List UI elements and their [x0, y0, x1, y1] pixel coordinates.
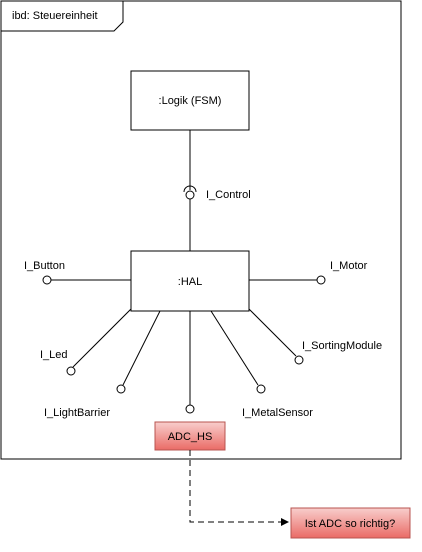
question-dashed-arrow: [189, 450, 289, 526]
logik-block-label: :Logik (FSM): [159, 95, 222, 107]
light-barrier-line: [122, 310, 161, 386]
metal-sensor-line: [210, 310, 259, 386]
hal-interfaces: I_Button I_Motor I_Led I_LightBarrier I_…: [24, 260, 382, 419]
interface-label-button: I_Button: [24, 260, 65, 272]
interface-label-control: I_Control: [206, 189, 251, 201]
sorting-module-lollipop-icon: [294, 355, 304, 365]
light-barrier-lollipop-icon: [116, 384, 126, 394]
control-lollipop-icon: [185, 190, 195, 200]
control-socket-icon: [183, 185, 197, 193]
button-lollipop-icon: [42, 275, 52, 285]
question-note[interactable]: Ist ADC so richtig?: [290, 507, 411, 539]
frame-label: ibd: Steuereinheit: [12, 10, 98, 22]
hal-block-box[interactable]: [130, 250, 250, 312]
frame-tab: [1, 1, 124, 32]
led-line: [72, 308, 132, 368]
adc-note-label: ADC_HS: [168, 431, 213, 443]
adc-note[interactable]: ADC_HS: [154, 421, 226, 451]
interface-label-metal-sensor: I_MetalSensor: [242, 407, 313, 419]
interface-label-sorting-module: I_SortingModule: [302, 340, 382, 352]
interface-label-motor: I_Motor: [330, 260, 368, 272]
control-connector: I_Control: [183, 130, 251, 251]
hal-block-label: :HAL: [178, 276, 202, 288]
led-lollipop-icon: [66, 366, 76, 376]
hal-block[interactable]: :HAL: [130, 250, 250, 312]
logik-block[interactable]: :Logik (FSM): [130, 70, 250, 131]
motor-lollipop-icon: [316, 275, 326, 285]
frame: ibd: Steuereinheit: [0, 0, 402, 460]
question-note-label: Ist ADC so richtig?: [305, 518, 395, 530]
interface-label-light-barrier: I_LightBarrier: [44, 407, 110, 419]
question-note-box[interactable]: [290, 507, 411, 539]
frame-border: [0, 0, 402, 460]
interface-label-led: I_Led: [40, 349, 68, 361]
sorting-module-line: [248, 308, 297, 357]
adc-lollipop-icon: [185, 404, 195, 414]
metal-sensor-lollipop-icon: [256, 384, 266, 394]
